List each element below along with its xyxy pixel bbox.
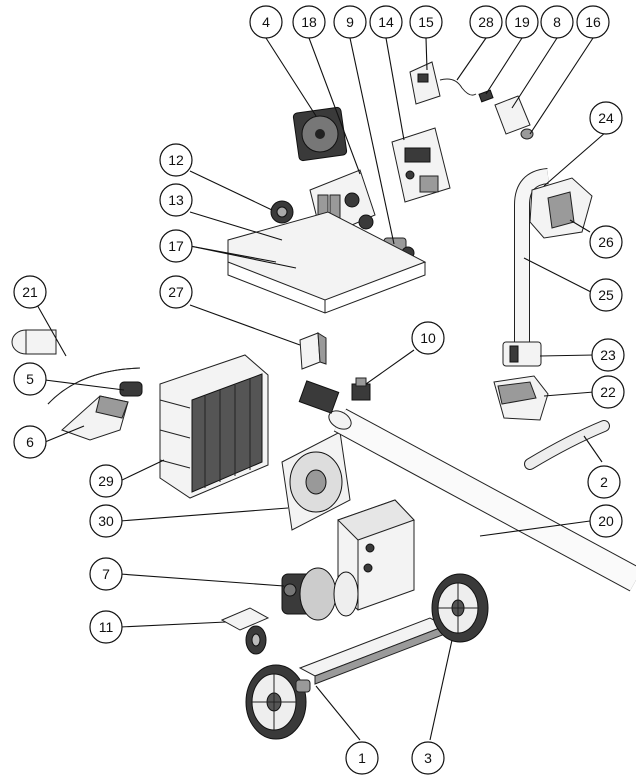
part-6-holder: [61, 395, 129, 441]
callout-8-label: 8: [553, 14, 561, 30]
callout-24-label: 24: [598, 110, 614, 126]
part-25-pole: [514, 168, 550, 350]
part-3-wheel: [431, 573, 489, 643]
callout-14: 14: [369, 5, 403, 39]
part-26-holder: [529, 177, 593, 239]
callout-29: 29: [89, 464, 123, 498]
callout-20-label: 20: [598, 513, 614, 529]
callout-25-label: 25: [598, 287, 614, 303]
callout-12-label: 12: [168, 152, 184, 168]
part-21-handle: [11, 329, 141, 405]
callout-17-label: 17: [168, 238, 184, 254]
part-22-bracket: [493, 375, 549, 421]
callout-4: 4: [249, 5, 283, 39]
callout-26-label: 26: [598, 234, 614, 250]
part-7-pump-motor: [281, 567, 359, 621]
callout-11: 11: [89, 610, 123, 644]
callout-17: 17: [159, 229, 193, 263]
callout-1: 1: [345, 741, 379, 775]
callout-20: 20: [589, 504, 623, 538]
part-19-connector: [478, 89, 494, 103]
callout-3-label: 3: [424, 750, 432, 766]
callout-6: 6: [13, 425, 47, 459]
callout-7: 7: [89, 557, 123, 591]
part-30-axial-fan: [281, 431, 351, 531]
part-4-fan: [292, 106, 348, 162]
callout-28-label: 28: [478, 14, 494, 30]
callout-28: 28: [469, 5, 503, 39]
callout-23: 23: [591, 338, 625, 372]
callout-2-label: 2: [600, 474, 608, 490]
callout-13-label: 13: [168, 192, 184, 208]
callout-9: 9: [333, 5, 367, 39]
callout-5: 5: [13, 362, 47, 396]
electrical-box: [337, 499, 415, 611]
part-20-hose: [328, 408, 636, 592]
callout-14-label: 14: [378, 14, 394, 30]
callout-11-label: 11: [99, 619, 114, 635]
part-5-connector: [119, 381, 143, 397]
callout-10: 10: [411, 321, 445, 355]
callout-19-label: 19: [514, 14, 530, 30]
part-2-handle-bar: [524, 420, 610, 470]
hose-fitting: [298, 380, 340, 414]
part-1-wheel: [245, 664, 311, 740]
callout-18: 18: [292, 5, 326, 39]
part-11-caster: [220, 607, 270, 655]
axle-beam: [298, 617, 447, 685]
callout-25: 25: [589, 278, 623, 312]
callout-12: 12: [159, 143, 193, 177]
callout-23-label: 23: [600, 347, 616, 363]
part-12-gear: [270, 200, 294, 224]
callout-5-label: 5: [26, 371, 34, 387]
part-14-control-board: [391, 127, 451, 203]
callout-29-label: 29: [98, 473, 114, 489]
callout-27: 27: [159, 275, 193, 309]
callout-16-label: 16: [585, 14, 601, 30]
part-29-condenser: [159, 354, 269, 499]
leader-lines: [35, 37, 607, 741]
callout-22-label: 22: [600, 384, 616, 400]
callout-18-label: 18: [301, 14, 317, 30]
part-10-switch: [351, 377, 371, 401]
callout-21-label: 21: [22, 284, 38, 300]
callout-26: 26: [589, 225, 623, 259]
callout-13: 13: [159, 183, 193, 217]
part-8-label: [494, 95, 531, 135]
callout-30: 30: [89, 504, 123, 538]
callout-19: 19: [505, 5, 539, 39]
part-27-bracket: [299, 332, 327, 370]
callout-22: 22: [591, 375, 625, 409]
callout-27-label: 27: [168, 284, 184, 300]
callout-24: 24: [589, 101, 623, 135]
part-16-knob: [520, 128, 534, 140]
callout-15: 15: [409, 5, 443, 39]
callout-21: 21: [13, 275, 47, 309]
part-15-small-board: [409, 61, 441, 105]
callout-9-label: 9: [346, 14, 354, 30]
callout-3: 3: [411, 741, 445, 775]
callout-7-label: 7: [102, 566, 110, 582]
callout-6-label: 6: [26, 434, 34, 450]
callout-2: 2: [587, 465, 621, 499]
callout-8: 8: [540, 5, 574, 39]
callout-15-label: 15: [418, 14, 434, 30]
callout-1-label: 1: [358, 750, 366, 766]
part-23-clamp: [502, 341, 542, 367]
callout-30-label: 30: [98, 513, 114, 529]
callout-4-label: 4: [262, 14, 270, 30]
base-tray: [227, 211, 427, 314]
part-28-wire-harness: [439, 78, 477, 96]
callout-16: 16: [576, 5, 610, 39]
callout-10-label: 10: [420, 330, 436, 346]
